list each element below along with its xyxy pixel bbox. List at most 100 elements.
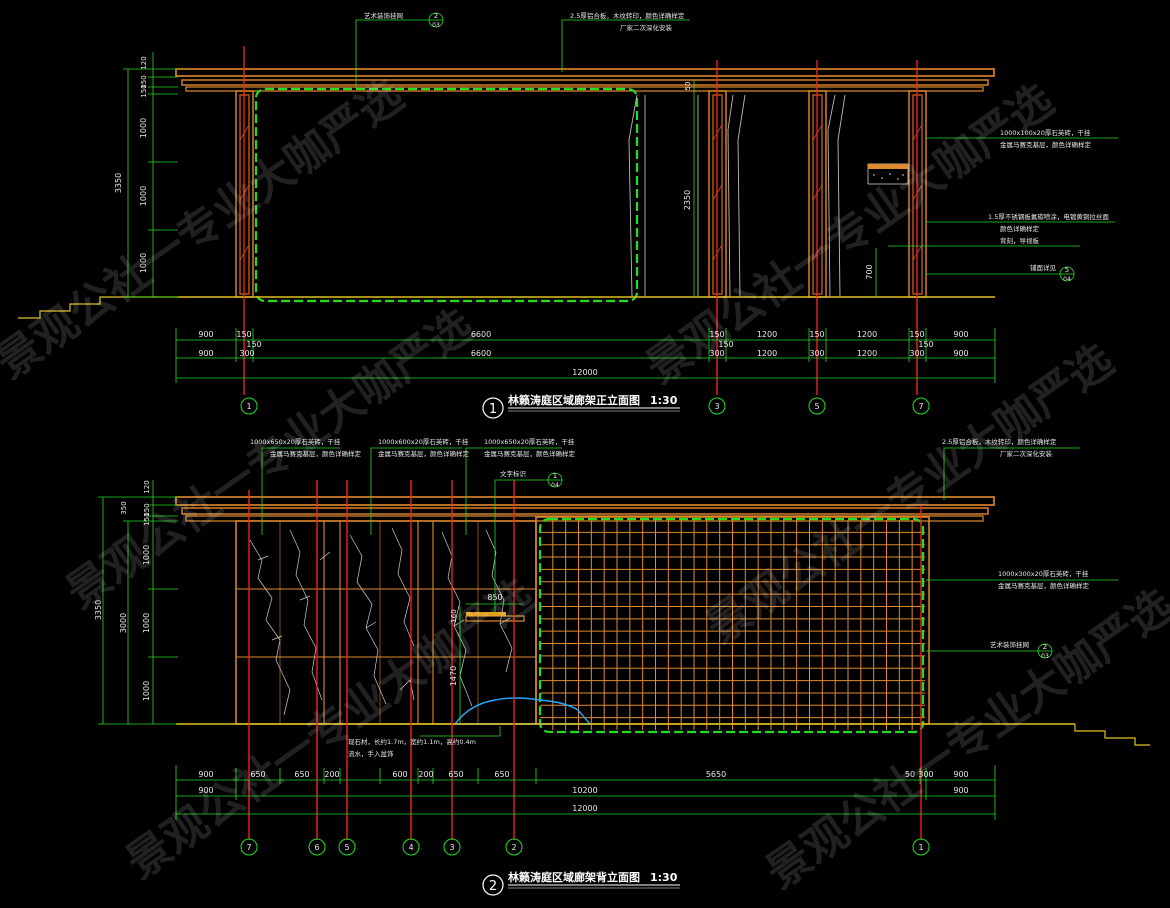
inner-dim2-1470: 1470 xyxy=(449,666,458,686)
vdim-1000b: 1000 xyxy=(139,186,148,206)
callout-e1-alu-2: 厂家二次深化安装 xyxy=(620,23,673,32)
sign-texture xyxy=(873,173,904,180)
watermark-2: 景观公社一专业大咖严选 xyxy=(637,75,1063,394)
callout-e2-r1b: 金属马赛克基层，颜色详确样定 xyxy=(998,581,1090,590)
axis-labels-e1: 1 3 5 7 xyxy=(246,402,923,411)
callout-e2-t3a: 1000x650x20厚石英砖，干挂 xyxy=(484,437,575,446)
watermarks: 景观公社一专业大咖严选 景观公社一专业大咖严选 景观公社一专业大咖严选 景观公社… xyxy=(0,70,1170,899)
callout-leaders-e2 xyxy=(261,447,1118,737)
callout-e2-sign-ref: 1 xyxy=(553,472,557,480)
hdim1-1: 150 xyxy=(236,330,251,339)
callout-e2-mesh-ref: 2 xyxy=(1043,643,1047,651)
roof-beam-bottom xyxy=(185,86,984,92)
vertical-dims-e1: 120 150 150 1000 1000 1000 3350 xyxy=(114,56,148,273)
inner-dim-2350: 2350 xyxy=(683,190,692,210)
axis-label-e2-6: 6 xyxy=(314,843,319,852)
vdim-120: 120 xyxy=(140,56,148,69)
callout-e2-alu-1: 2.5厚铝合板，木纹转印，颜色详确样定 xyxy=(942,437,1057,446)
inner-dim-lines-e1 xyxy=(693,80,877,297)
watermark-3: 景观公社一专业大咖严选 xyxy=(57,300,483,619)
watermark-1: 景观公社一专业大咖严选 xyxy=(0,70,413,389)
hdim2r2-1: 10200 xyxy=(572,786,597,795)
art-mesh-panel-e1 xyxy=(254,87,639,303)
steps-e1 xyxy=(18,296,178,319)
hdim2-2: 6600 xyxy=(471,349,491,358)
total-dim-e1: 12000 xyxy=(572,368,597,377)
vdim-3350: 3350 xyxy=(114,173,123,193)
callouts-e2: 1000x650x20厚石英砖，干挂 金属马赛克基层，颜色详确样定 1000x6… xyxy=(250,437,1090,758)
scale-e1: 1:30 xyxy=(650,394,678,407)
callout-e1-r2b: 颜色详确样定 xyxy=(1000,224,1040,233)
watermark-6: 景观公社一专业大咖严选 xyxy=(757,580,1170,899)
callout-e2-mesh-sheet: 03 xyxy=(1041,653,1049,660)
axis-label-e2-5: 5 xyxy=(344,843,349,852)
hdim2-1: 300 xyxy=(239,349,254,358)
hdims-row2-e2: 900 10200 900 12000 xyxy=(198,786,968,813)
shelf-sign xyxy=(466,612,506,616)
hdims-row1-e1: 900 150 6600 150 1200 150 1200 150 900 1… xyxy=(198,330,968,349)
hdim2r1-1: 650 xyxy=(250,770,265,779)
callout-e1-mesh-ref: 2 xyxy=(434,12,438,20)
vdim2-120: 120 xyxy=(143,480,151,493)
hdim2-8: 900 xyxy=(953,349,968,358)
callout-e1-r2a: 1.5厚不锈钢板氟碳喷涂，电镀黄铜拉丝面 xyxy=(988,212,1109,221)
vertical-dim-lines-e2 xyxy=(98,480,178,725)
stone-boulder xyxy=(453,697,592,725)
hdim2r2-2: 900 xyxy=(953,786,968,795)
steps-e2 xyxy=(1074,724,1150,746)
vdim-150b: 150 xyxy=(140,84,148,97)
axis-label-e2-7: 7 xyxy=(246,843,251,852)
vdim2-150a: 150 xyxy=(143,503,151,516)
hdim2r1-9: 50 xyxy=(905,770,915,779)
vdim2-3000: 3000 xyxy=(119,613,128,633)
title-index-e2: 2 xyxy=(489,879,497,894)
callout-e2-boulder-1: 现石材，长约1.7m，宽约1.1m，高约0.4m xyxy=(348,737,476,746)
elevation-1: 120 150 150 1000 1000 1000 3350 50 2350 … xyxy=(18,11,1118,419)
roof-beam-top-e2 xyxy=(175,496,995,506)
inner-dim2-160: 160 xyxy=(450,609,458,622)
hdim2r1-2: 650 xyxy=(294,770,309,779)
callout-e2-mesh: 艺术装饰挂网 xyxy=(990,640,1029,649)
inner-dims-e1: 50 2350 700 xyxy=(683,82,874,280)
callout-leaders-e1 xyxy=(355,12,1118,282)
scale-e2: 1:30 xyxy=(650,871,678,884)
callout-e2-t2a: 1000x600x20厚石英砖，干挂 xyxy=(378,437,469,446)
vdim2-1000c: 1000 xyxy=(142,681,151,701)
callout-e1-r3-sheet: 04 xyxy=(1063,276,1071,283)
hdim2r1-0: 900 xyxy=(198,770,213,779)
hdim2-7: 300 xyxy=(909,349,924,358)
inner-dim-50: 50 xyxy=(684,82,692,91)
vdim-1000c: 1000 xyxy=(139,253,148,273)
roof-beam-mid-e2 xyxy=(181,507,989,515)
callout-e2-t1a: 1000x650x20厚石英砖，干挂 xyxy=(250,437,341,446)
vdim2-3350: 3350 xyxy=(94,600,103,620)
vertical-dims-e2: 120 150 350 150 1000 1000 1000 3000 3350 xyxy=(94,480,151,701)
axis-label-e2-1: 1 xyxy=(918,843,923,852)
vdim-150a: 150 xyxy=(140,75,148,88)
vdim2-1000a: 1000 xyxy=(142,545,151,565)
horizontal-dim-lines-e1 xyxy=(175,328,996,383)
callout-e1-r3: 铺面详见 xyxy=(1030,263,1057,272)
hdim2-4: 1200 xyxy=(757,349,777,358)
callout-e2-t2b: 金属马赛克基层，颜色详确样定 xyxy=(378,449,470,458)
elevation-2: 120 150 350 150 1000 1000 1000 3000 3350… xyxy=(94,437,1150,896)
axis-label-e1-7: 7 xyxy=(918,402,923,411)
callout-e2-t3b: 金属马赛克基层，颜色详确样定 xyxy=(484,449,576,458)
hdim1-6: 1200 xyxy=(857,330,877,339)
roof-beam-top xyxy=(175,68,995,77)
axis-label-e1-5: 5 xyxy=(814,402,819,411)
callout-e2-t1b: 金属马赛克基层，颜色详确样定 xyxy=(270,449,362,458)
hdim2r2-0: 900 xyxy=(198,786,213,795)
callout-e2-alu-2: 厂家二次深化安装 xyxy=(1000,449,1053,458)
hdim1-0: 900 xyxy=(198,330,213,339)
watermark-5: 景观公社一专业大咖严选 xyxy=(117,570,543,889)
hdim1-4: 1200 xyxy=(757,330,777,339)
vdim2-150b: 150 xyxy=(143,512,151,525)
callout-e1-r1b: 金属马赛克基层，颜色详确样定 xyxy=(1000,140,1092,149)
callout-e1-mesh: 艺术装饰挂网 xyxy=(364,11,403,20)
title-e2: 林籁涛庭区域廊架背立面图 xyxy=(508,870,640,884)
axis-lines-e1 xyxy=(243,46,918,395)
hdim1-3: 150 xyxy=(709,330,724,339)
callout-e1-alu-1: 2.5厚铝合板，木纹转印，颜色详确样定 xyxy=(570,11,685,20)
